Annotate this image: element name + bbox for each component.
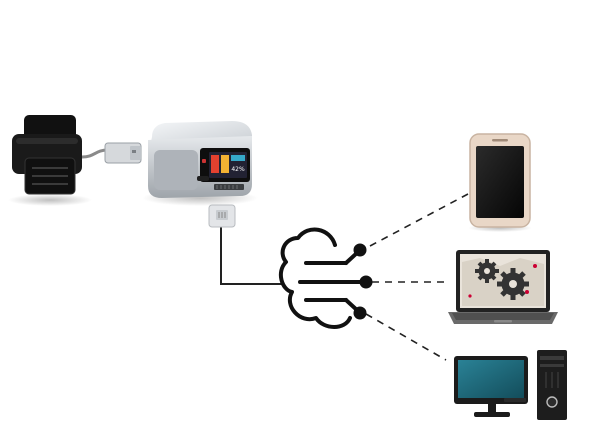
dashed-link-desktop <box>365 313 447 361</box>
ethernet-adapter-icon <box>208 204 236 228</box>
usb-cable-link <box>81 148 109 159</box>
smartphone-icon <box>468 133 532 232</box>
dashed-link-smartphone <box>369 193 469 247</box>
desktop-computer-icon <box>454 350 567 420</box>
usb-plug-icon <box>104 142 142 164</box>
cloud-network-icon <box>278 227 373 329</box>
print-server-box-icon: 42% <box>142 121 258 206</box>
connections <box>81 148 469 361</box>
ethernet-link <box>220 226 282 285</box>
printer-icon <box>8 115 92 206</box>
server-screen-text: 42% <box>231 166 245 173</box>
laptop-gears-icon <box>448 250 558 324</box>
